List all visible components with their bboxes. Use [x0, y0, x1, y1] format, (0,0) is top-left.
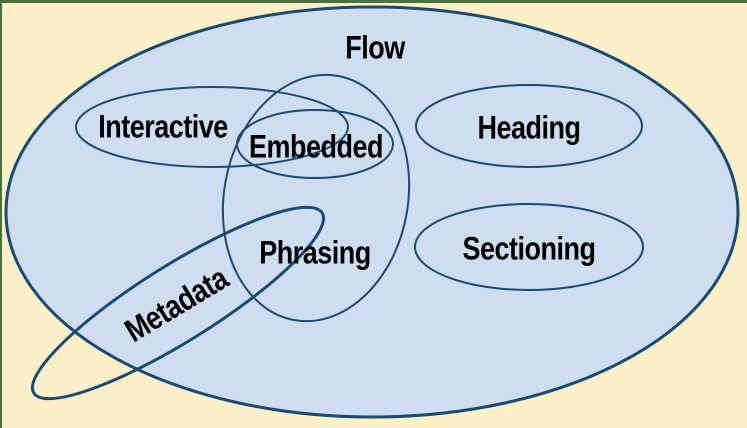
- phrasing-label-group: Phrasing: [259, 235, 371, 271]
- sectioning-ellipse: [414, 203, 644, 291]
- flow-label-group: Flow: [345, 30, 406, 66]
- heading-label: Heading: [478, 110, 581, 146]
- sectioning-label-group: Sectioning: [463, 231, 596, 267]
- metadata-ellipse: [30, 205, 326, 401]
- phrasing-ellipse: [221, 73, 411, 323]
- interactive-label: Interactive: [98, 109, 228, 145]
- interactive-label-group: Interactive: [98, 109, 228, 145]
- heading-ellipse: [415, 84, 643, 168]
- embedded-label: Embedded: [249, 129, 383, 165]
- interactive-ellipse: [75, 86, 349, 168]
- embedded-ellipse: [236, 109, 394, 179]
- embedded-label-group: Embedded: [249, 129, 383, 165]
- heading-label-group: Heading: [478, 110, 581, 146]
- flow-label: Flow: [345, 30, 406, 66]
- flow-ellipse: [4, 5, 740, 419]
- phrasing-label: Phrasing: [259, 235, 371, 271]
- sectioning-label: Sectioning: [463, 231, 596, 267]
